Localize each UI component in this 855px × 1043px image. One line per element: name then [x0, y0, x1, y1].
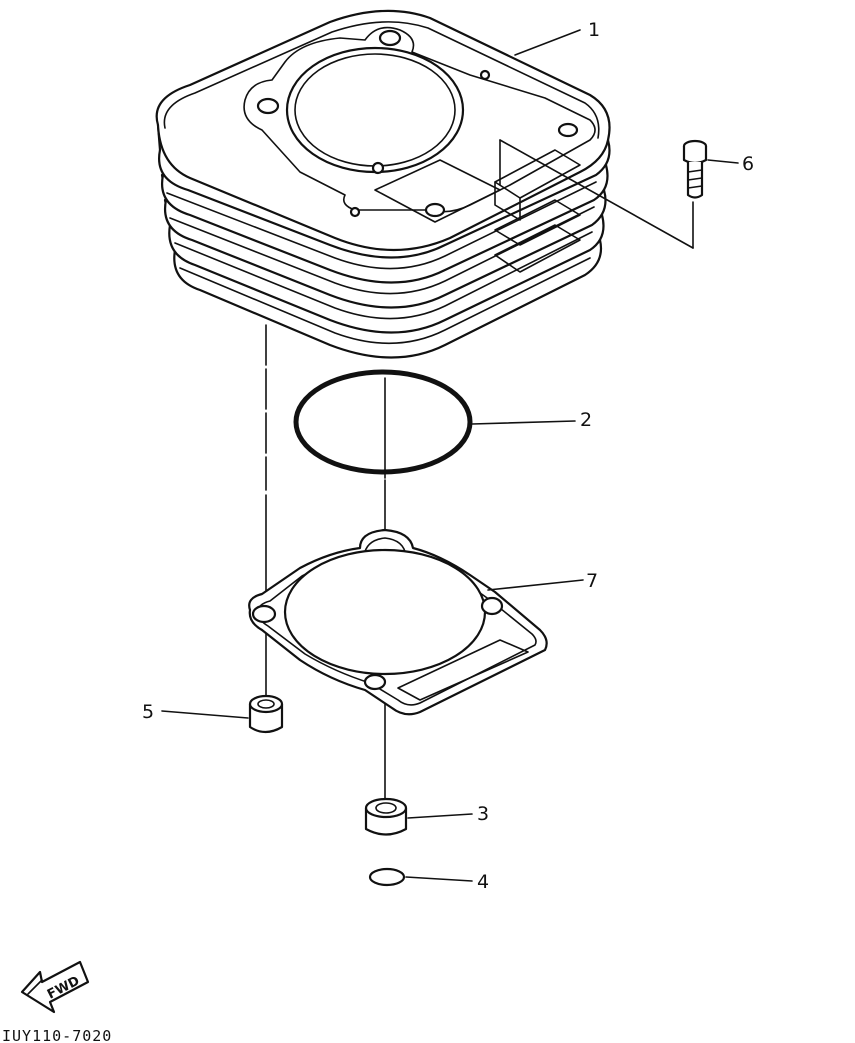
- callout-2: 2: [471, 409, 592, 431]
- dowel-pin-left: [248, 694, 284, 734]
- callout-2-label: 2: [580, 409, 592, 431]
- fwd-arrow-icon: FWD: [20, 960, 90, 1014]
- dowel-pin-center: [364, 797, 408, 836]
- bolt: [499, 139, 708, 249]
- callout-6-label: 6: [742, 153, 754, 175]
- callout-3-label: 3: [477, 803, 489, 825]
- o-ring: [293, 369, 473, 475]
- cylinder-gasket: [248, 528, 548, 716]
- callout-1: 1: [514, 19, 600, 56]
- callout-1-label: 1: [588, 19, 600, 41]
- callout-7: 7: [487, 570, 598, 592]
- cylinder-block: [155, 9, 611, 359]
- callout-6: 6: [707, 153, 754, 175]
- callout-4: 4: [405, 871, 489, 893]
- callout-5: 5: [142, 701, 249, 723]
- callout-4-label: 4: [477, 871, 489, 893]
- drawing-number: IUY110-7020: [2, 1027, 112, 1043]
- callout-3: 3: [407, 803, 489, 825]
- callout-7-label: 7: [586, 570, 598, 592]
- callout-5-label: 5: [142, 701, 154, 723]
- o-ring-small: [368, 867, 406, 887]
